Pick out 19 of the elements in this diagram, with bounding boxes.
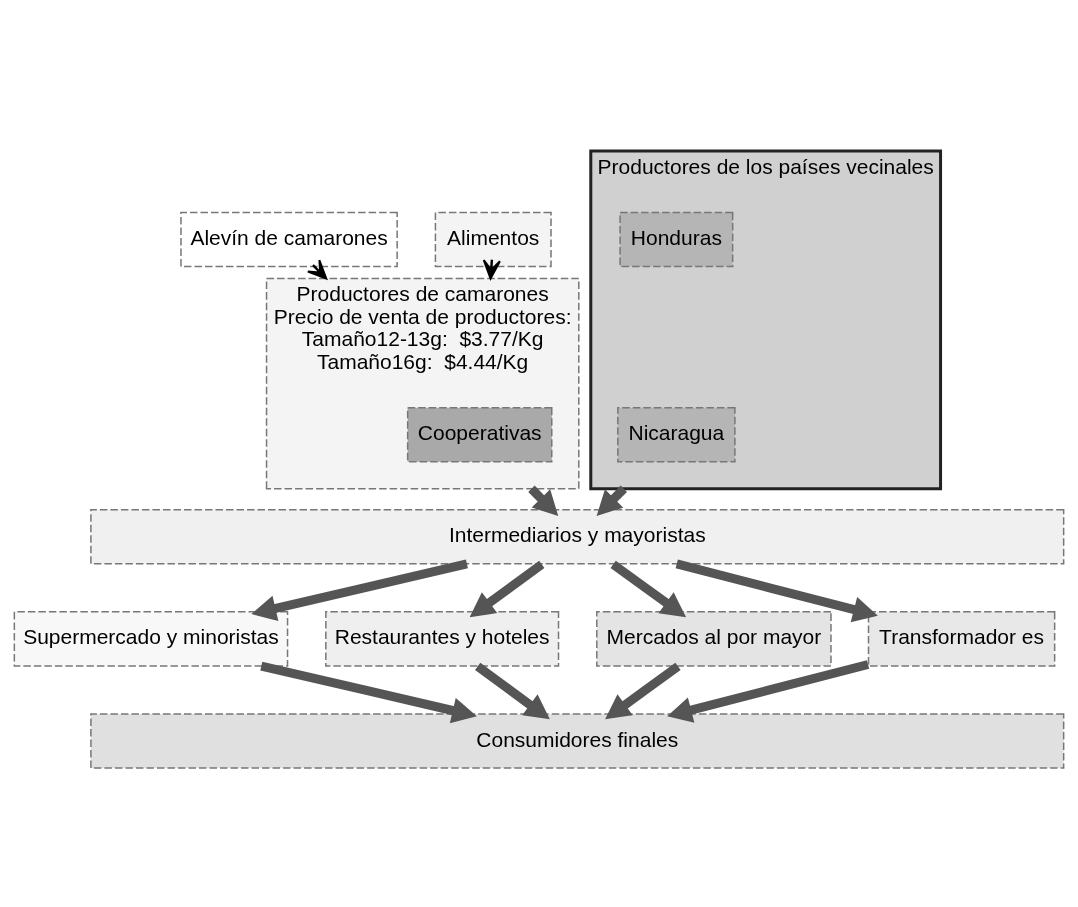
arrow [605,662,681,720]
node-box: Restaurantes y hoteles [325,611,560,667]
arrow [675,559,878,623]
node-box: Cooperativas [406,406,553,463]
arrow [667,660,870,723]
arrow [251,559,468,622]
arrow [610,560,687,618]
arrow [306,259,328,280]
arrow [475,662,550,720]
node-box: Supermercado y minoristas [13,611,289,667]
arrow [469,560,545,618]
node-box: Intermediarios y mayoristas [90,509,1065,565]
node-box: Consumidores finales [90,713,1065,769]
node-box: Nicaragua [617,406,736,463]
node-box: Honduras [619,211,734,268]
node-box: Mercados al por mayor [596,611,832,667]
arrow [260,661,477,724]
arrow [482,259,501,280]
node-box: Transformador es [867,611,1056,667]
